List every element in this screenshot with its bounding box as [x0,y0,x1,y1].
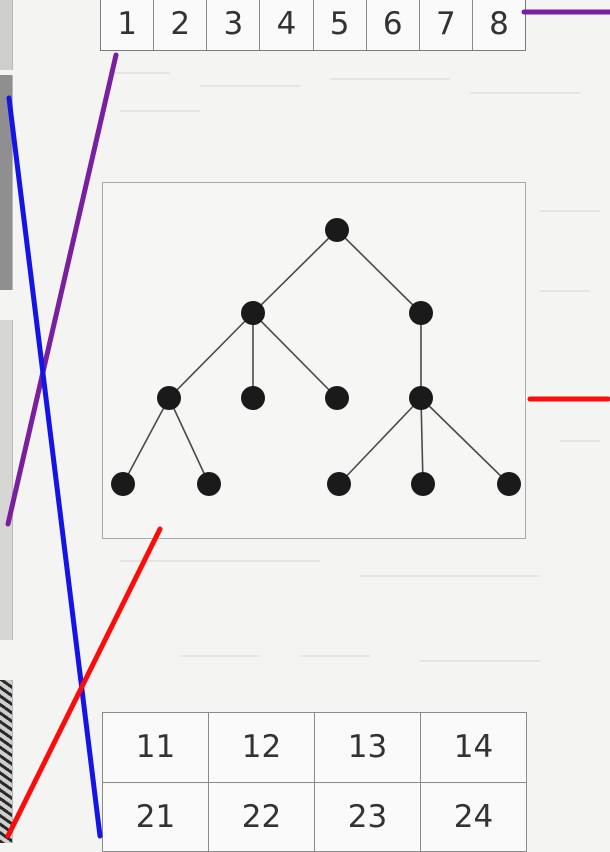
tree-node [411,472,435,496]
grid-cell: 23 [314,781,421,852]
left-edge-photo-strip [0,75,13,290]
grid-cell: 12 [208,712,315,783]
tree-node [409,386,433,410]
grid-row: 21 22 23 24 [102,781,527,852]
purple-connector-line [5,52,119,527]
tree-node [197,472,221,496]
tree-diagram [111,218,521,496]
grid-cell: 22 [208,781,315,852]
tree-edge [168,397,210,485]
grid-cell: 21 [102,781,209,852]
tree-edge [420,397,510,485]
tree-node [241,386,265,410]
grid-cell: 24 [420,781,527,852]
tree-node [325,386,349,410]
strip-cell: 6 [367,0,420,50]
left-edge-light-strip [0,320,13,640]
top-number-strip: 1 2 3 4 5 6 7 8 [100,0,526,51]
strip-cell: 1 [101,0,155,50]
tree-node [241,301,265,325]
tree-edge [252,229,338,314]
strip-cell: 4 [260,0,314,50]
tree-node [157,386,181,410]
number-grid: 11 12 13 14 21 22 23 24 [102,712,527,852]
tree-edges [122,229,510,485]
grid-row: 11 12 13 14 [102,712,527,783]
tree-edge [420,397,424,485]
strip-cell: 5 [314,0,367,50]
tree-edge [168,312,254,399]
strip-cell: 7 [420,0,473,50]
blue-connector-line [6,95,103,839]
tree-diagram-panel [102,182,526,539]
grid-cell: 14 [420,712,527,783]
strip-cell: 8 [489,5,509,42]
tree-edge [122,397,170,485]
tree-node [327,472,351,496]
tree-edge [252,312,338,399]
tree-node [409,301,433,325]
tree-nodes [111,218,521,496]
grid-cell: 13 [314,712,421,783]
tree-node [497,472,521,496]
grid-cell: 11 [102,712,209,783]
left-edge-strip [0,0,13,70]
tree-edge [336,229,422,314]
tree-edge [338,397,422,485]
tree-node [111,472,135,496]
strip-cell: 2 [154,0,208,50]
tree-node [325,218,349,242]
strip-cell: 3 [207,0,261,50]
left-edge-dark-strip [0,680,13,843]
